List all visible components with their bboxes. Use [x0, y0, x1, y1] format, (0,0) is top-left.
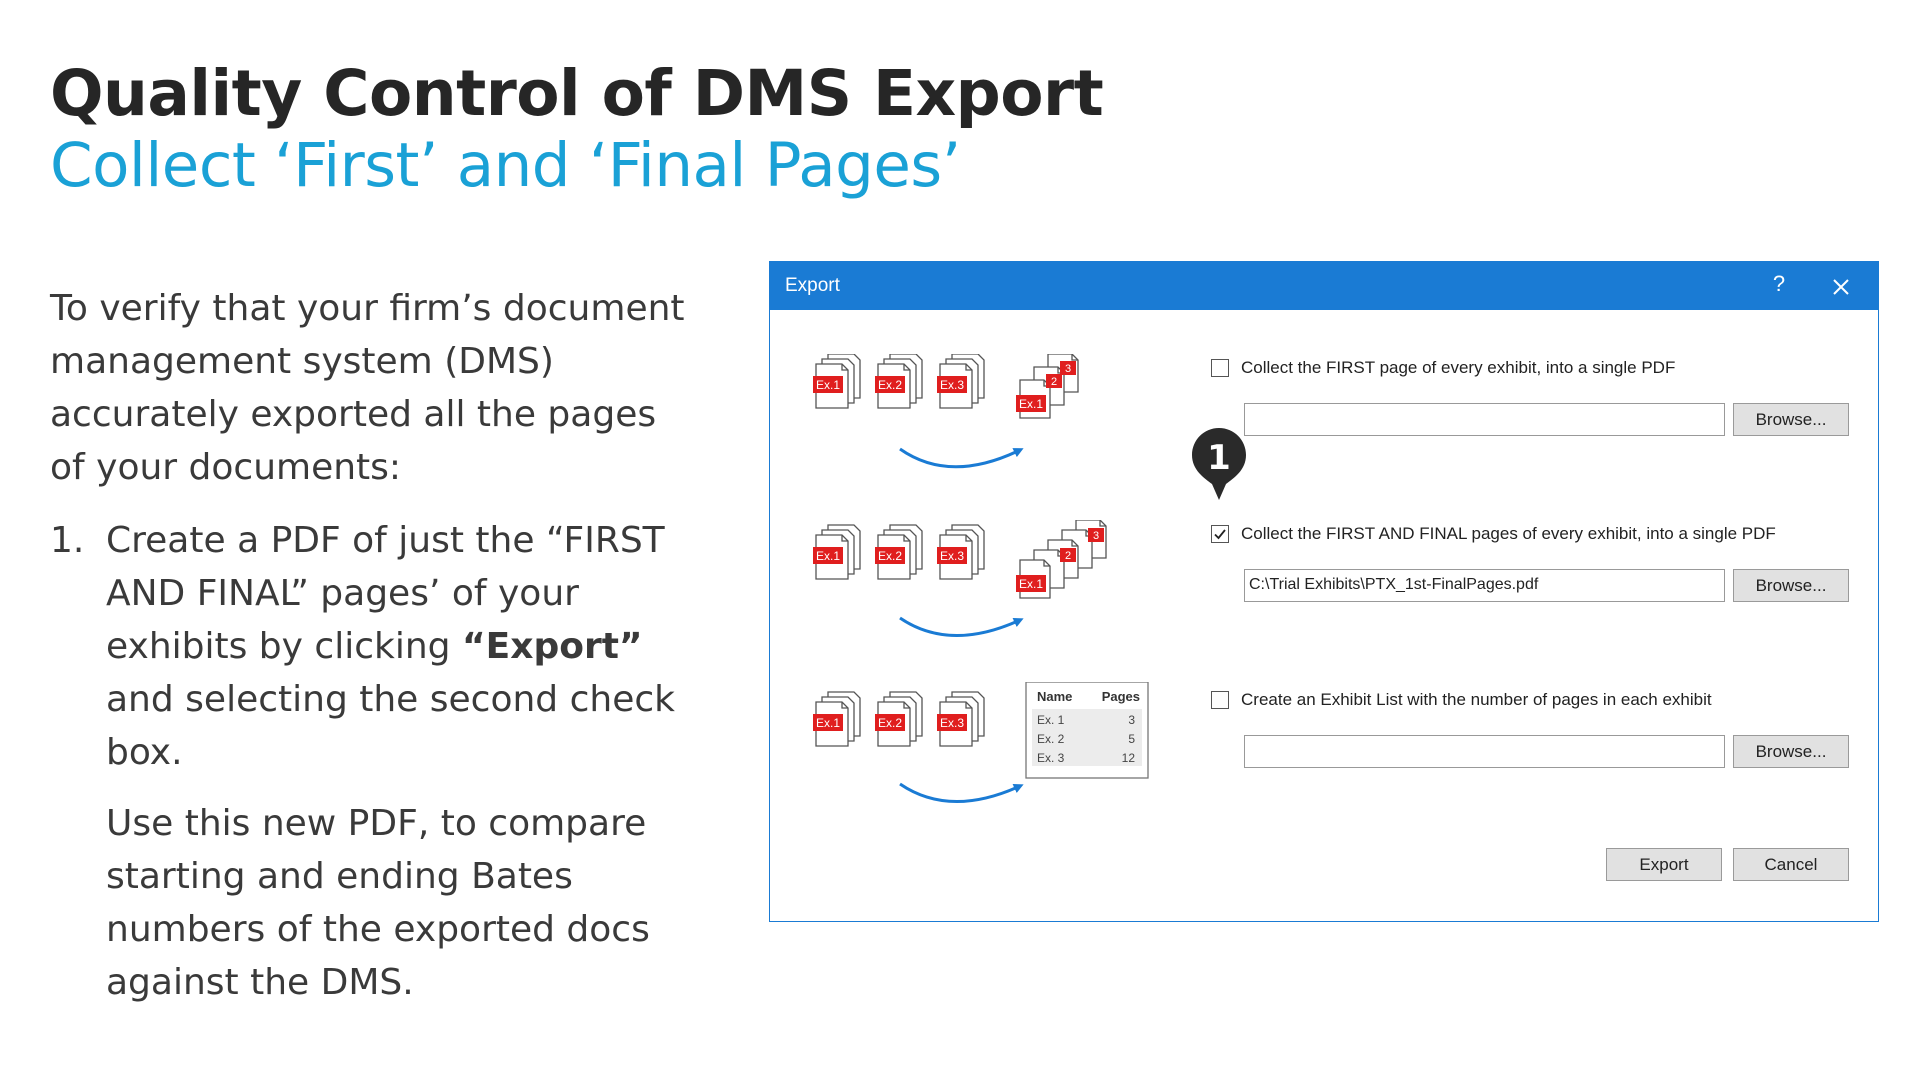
svg-text:Ex.1: Ex.1 — [1019, 397, 1043, 411]
table-cell: Ex. 3 — [1037, 751, 1065, 765]
first-page-browse-button[interactable]: Browse... — [1733, 403, 1849, 436]
svg-text:Ex.2: Ex.2 — [878, 549, 902, 563]
first-final-pages-path-field[interactable]: C:\Trial Exhibits\PTX_1st-FinalPages.pdf — [1244, 569, 1725, 602]
table-cell: Ex. 2 — [1037, 732, 1065, 746]
checkmark-icon — [1214, 529, 1226, 540]
svg-text:3: 3 — [1093, 530, 1099, 542]
exhibit-list-browse-button[interactable]: Browse... — [1733, 735, 1849, 768]
svg-text:Ex.3: Ex.3 — [940, 378, 964, 392]
svg-text:Ex.2: Ex.2 — [878, 378, 902, 392]
svg-text:Ex.3: Ex.3 — [940, 549, 964, 563]
first-page-checkbox[interactable] — [1211, 359, 1229, 377]
dialog-titlebar: Export ? — [770, 262, 1878, 310]
instructions: To verify that your firm’s document mana… — [50, 282, 700, 1009]
svg-text:3: 3 — [1065, 363, 1071, 375]
step-text-before: Create a PDF of just the “FIRST AND FINA… — [106, 520, 665, 667]
intro-paragraph: To verify that your firm’s document mana… — [50, 288, 685, 488]
table-header-pages: Pages — [1102, 689, 1140, 704]
step-text-after: and selecting the second check box. — [106, 679, 676, 773]
svg-text:Ex.1: Ex.1 — [816, 549, 840, 563]
dialog-title: Export — [785, 275, 840, 296]
first-final-pages-label: Collect the FIRST AND FINAL pages of eve… — [1241, 524, 1776, 543]
step-number: 1. — [50, 520, 85, 561]
svg-text:Ex.1: Ex.1 — [816, 716, 840, 730]
svg-text:Ex.1: Ex.1 — [1019, 577, 1043, 591]
table-cell: 5 — [1128, 732, 1135, 746]
table-cell: 12 — [1122, 751, 1136, 765]
table-cell: Ex. 1 — [1037, 713, 1065, 727]
slide-subtitle: Collect ‘First’ and ‘Final Pages’ — [50, 130, 961, 201]
slide-title: Quality Control of DMS Export — [50, 57, 1104, 130]
export-dialog: Export ? Ex.1 Ex.2 Ex.3 3 2 Ex.1 Ex.1 — [769, 261, 1879, 922]
exhibit-list-checkbox[interactable] — [1211, 691, 1229, 709]
exhibit-list-illustration: Ex.1 Ex.2 Ex.3 Name Pages Ex. 1 3 Ex. 2 … — [813, 682, 1149, 803]
help-button[interactable]: ? — [1772, 271, 1786, 296]
svg-text:Ex.3: Ex.3 — [940, 716, 964, 730]
first-page-label: Collect the FIRST page of every exhibit,… — [1241, 358, 1676, 377]
note-paragraph: Use this new PDF, to compare starting an… — [106, 803, 650, 1003]
first-page-path-field[interactable] — [1244, 403, 1725, 436]
step-bold-export: “Export” — [461, 626, 643, 667]
svg-text:Ex.2: Ex.2 — [878, 716, 902, 730]
exhibit-list-label: Create an Exhibit List with the number o… — [1241, 690, 1712, 709]
close-icon[interactable] — [1830, 276, 1852, 298]
first-final-pages-illustration: Ex.1 Ex.2 Ex.3 3 2 Ex.1 — [813, 520, 1107, 637]
cancel-button[interactable]: Cancel — [1733, 848, 1849, 881]
exhibit-list-path-field[interactable] — [1244, 735, 1725, 768]
table-header-name: Name — [1037, 689, 1072, 704]
first-final-pages-browse-button[interactable]: Browse... — [1733, 569, 1849, 602]
svg-text:2: 2 — [1065, 550, 1071, 562]
step-item: 1. Create a PDF of just the “FIRST AND F… — [50, 514, 700, 779]
svg-text:Ex.1: Ex.1 — [816, 378, 840, 392]
export-button[interactable]: Export — [1606, 848, 1722, 881]
table-cell: 3 — [1128, 713, 1135, 727]
step-1-marker: 1 — [1192, 428, 1246, 500]
first-page-illustration: Ex.1 Ex.2 Ex.3 3 2 Ex.1 — [813, 354, 1079, 469]
first-final-pages-checkbox[interactable] — [1211, 525, 1229, 543]
svg-text:1: 1 — [1207, 438, 1231, 478]
svg-text:2: 2 — [1051, 376, 1057, 388]
